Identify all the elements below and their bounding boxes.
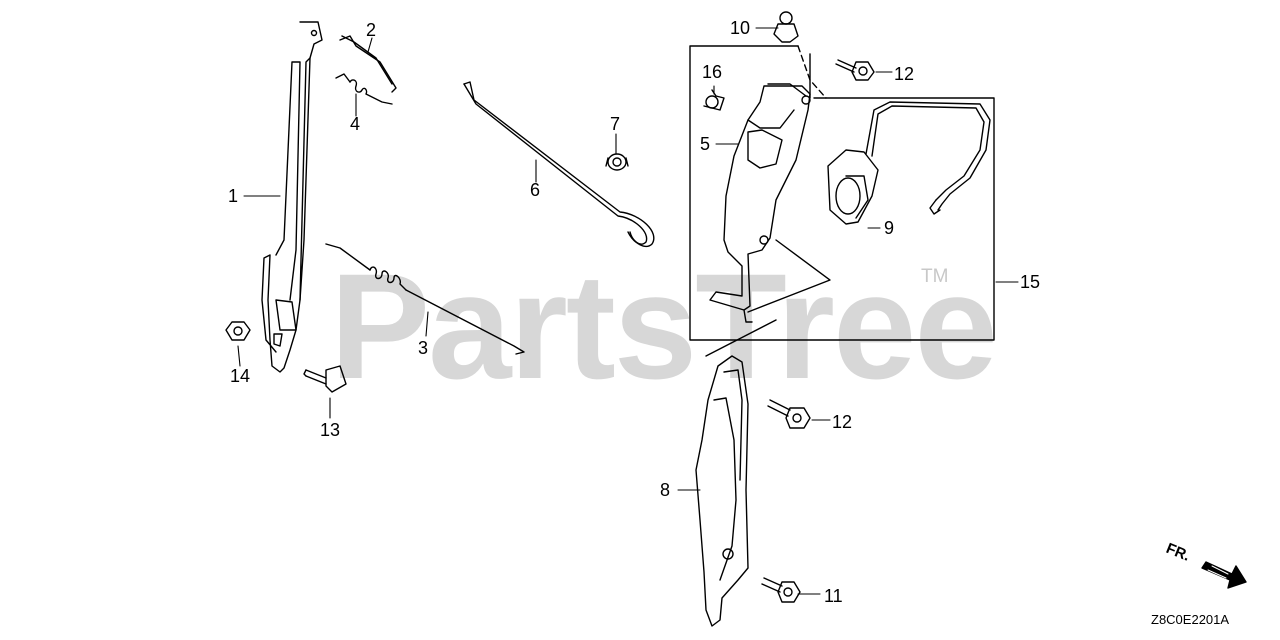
callout-8: 8 xyxy=(660,480,670,500)
part-1-rod[interactable] xyxy=(261,21,323,373)
callout-7: 7 xyxy=(610,114,620,134)
part-7-grommet[interactable] xyxy=(605,153,629,171)
part-14-nut[interactable] xyxy=(225,321,251,341)
callout-11: 11 xyxy=(824,586,843,606)
callout-12-lower: 12 xyxy=(832,412,852,432)
callout-10: 10 xyxy=(730,18,750,38)
watermark-trademark: TM xyxy=(921,266,949,287)
callout-6: 6 xyxy=(530,180,540,200)
part-12-bolt-lower[interactable] xyxy=(767,399,811,429)
part-2-spring-arm[interactable] xyxy=(339,35,397,93)
callout-15: 15 xyxy=(1020,272,1040,292)
watermark-brand: PartsTree xyxy=(330,242,998,410)
part-8-cover-plate[interactable] xyxy=(695,355,749,627)
callout-leaders xyxy=(237,27,1019,595)
diagram-code: Z8C0E2201A xyxy=(1151,612,1230,627)
part-12-bolt-upper[interactable] xyxy=(835,59,875,81)
part-11-bolt[interactable] xyxy=(761,577,801,603)
callout-13: 13 xyxy=(320,420,340,440)
part-9-switch-cable[interactable] xyxy=(827,101,991,225)
callout-3: 3 xyxy=(418,338,428,358)
callout-2: 2 xyxy=(366,20,376,40)
part-4-spring[interactable] xyxy=(335,73,393,105)
arrow-right-down-icon xyxy=(1201,561,1247,589)
callout-14: 14 xyxy=(230,366,250,386)
callout-1: 1 xyxy=(228,186,238,206)
callout-5: 5 xyxy=(700,134,710,154)
callout-12-upper: 12 xyxy=(894,64,914,84)
assembly-15-group-box xyxy=(689,45,995,357)
part-10-clip[interactable] xyxy=(773,11,799,43)
part-6-wire-rod[interactable] xyxy=(463,81,655,248)
callout-labels: 1 2 3 4 5 6 7 8 9 10 11 12 12 13 14 15 1… xyxy=(228,18,1040,606)
part-3-spring-rod[interactable] xyxy=(325,243,525,355)
part-13-bolt[interactable] xyxy=(303,365,347,393)
callout-4: 4 xyxy=(350,114,360,134)
callout-16: 16 xyxy=(702,62,722,82)
part-5-lever-bracket[interactable] xyxy=(709,83,811,323)
callout-9: 9 xyxy=(884,218,894,238)
